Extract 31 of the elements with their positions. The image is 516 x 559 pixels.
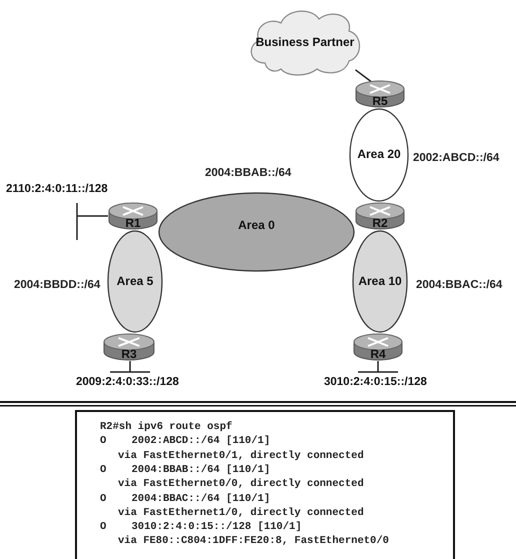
connector-line: [354, 69, 372, 83]
network-stub-line: [109, 360, 151, 373]
address-label: 2009:2:4:0:33::/128: [75, 376, 180, 388]
console-line: via FastEthernet0/0, directly connected: [118, 477, 364, 492]
area-label: Area 5: [116, 274, 154, 288]
area-label: Area 20: [356, 147, 402, 161]
console-line: O 2002:ABCD::/64 [110/1]: [100, 434, 270, 448]
console-line: via FE80::C804:1DFF:FE20:8, FastEthernet0/0: [118, 534, 389, 548]
subnet-label: 2002:ABCD::/64: [413, 152, 500, 164]
cloud-label: Business Partner: [254, 35, 356, 49]
router-name: R3: [120, 347, 138, 361]
subnet-label: 2004:BBDD::/64: [14, 279, 100, 291]
router-name: R5: [371, 94, 389, 108]
network-stub-line: [76, 202, 109, 241]
console-line: O 3010:2:4:0:15::/128 [110/1]: [100, 520, 302, 534]
area-label: Area 10: [357, 274, 403, 288]
console-line: O 2004:BBAB::/64 [110/1]: [100, 462, 270, 477]
router-name: R4: [369, 347, 387, 361]
area-label: Area 0: [237, 218, 276, 232]
address-label: 3010:2:4:0:15::/128: [323, 376, 428, 388]
console-line: via FastEthernet1/0, directly connected: [118, 506, 364, 520]
console-line: via FastEthernet0/1, directly connected: [118, 448, 364, 463]
subnet-label: 2004:BBAB::/64: [205, 167, 292, 179]
subnet-label: 2004:BBAC::/64: [416, 279, 502, 291]
terminal-output-box: [75, 410, 455, 559]
router-name: R2: [371, 216, 389, 230]
console-line: O 2004:BBAC::/64 [110/1]: [100, 492, 270, 506]
network-stub-line: [357, 360, 399, 373]
address-label: 2110:2:4:0:11::/128: [5, 183, 109, 195]
router-name: R1: [124, 216, 142, 230]
command-line: R2#sh ipv6 route ospf: [100, 420, 232, 434]
